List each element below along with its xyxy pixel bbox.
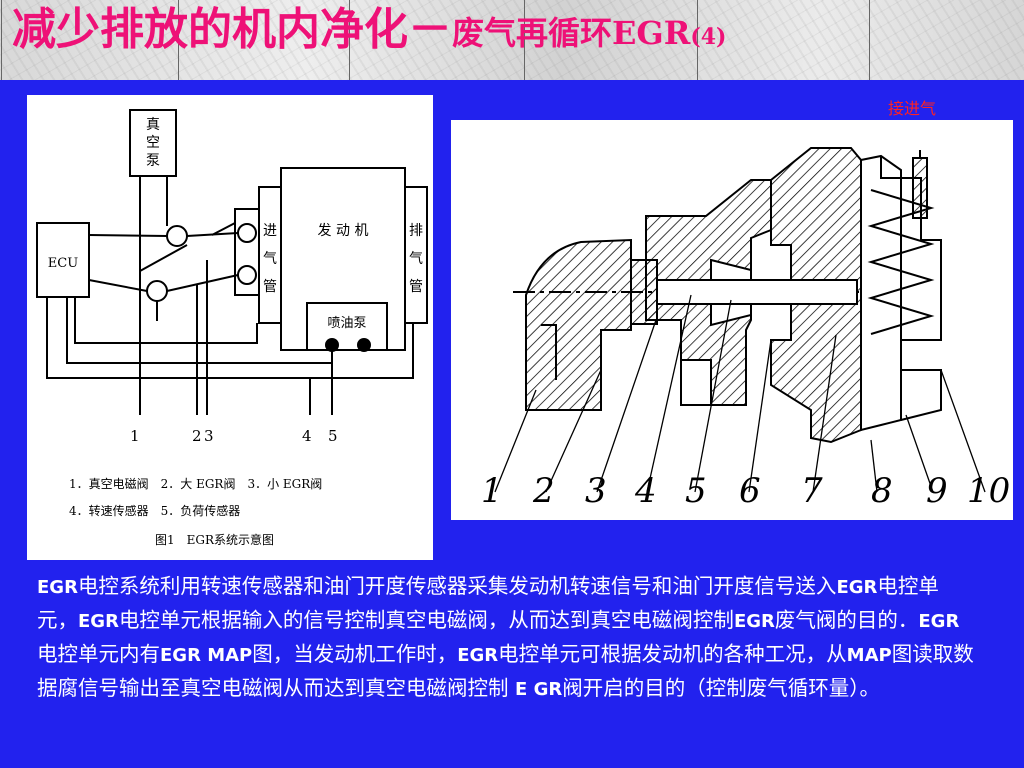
- vacuum-pump-label: 泵: [146, 153, 160, 169]
- egr-valve-section-svg: 1 2 3 4 5 6 7 8 9 10: [481, 147, 1010, 511]
- slide-title-dash: －: [408, 4, 452, 55]
- valve-part-number: 6: [739, 471, 761, 511]
- tile-divider: [697, 0, 698, 80]
- slide-title: 减少排放的机内净化－废气再循环EGR(4): [12, 8, 726, 52]
- body-text-segment: 阀开启的目的（控制废气循环量）。: [562, 676, 880, 700]
- engine-label: 发 动 机: [318, 223, 369, 239]
- body-term: EGR: [78, 611, 119, 632]
- valve-part-number: 3: [585, 471, 607, 511]
- body-term: MAP: [846, 645, 892, 666]
- egr-schematic-figure: 真 空 泵 ECU 进 气 管 发 动 机 排 气 管 喷油泵 1 2 3 4 …: [27, 95, 433, 560]
- exhaust-label: 气: [409, 251, 423, 267]
- exhaust-label: 管: [409, 279, 423, 295]
- schematic-number: 1: [130, 427, 140, 445]
- valve-part-number: 2: [532, 471, 555, 511]
- ecu-box: [36, 222, 90, 298]
- vacuum-solenoid-valve-2: [146, 280, 168, 302]
- egr-schematic-svg: 真 空 泵 ECU 进 气 管 发 动 机 排 气 管 喷油泵 1 2 3 4 …: [36, 109, 428, 547]
- body-term: EGR: [918, 611, 960, 632]
- body-term: EGR MAP: [160, 645, 253, 666]
- valve-part-number: 8: [871, 471, 893, 511]
- body-text-segment: 电控单元可根据发动机的各种工况，从: [498, 642, 847, 666]
- exhaust-label-box: [404, 186, 428, 324]
- big-egr-valve-symbol: [237, 223, 257, 243]
- small-egr-valve-symbol: [237, 265, 257, 285]
- valve-part-number: 1: [481, 471, 503, 511]
- injection-pump-label: 喷油泵: [327, 316, 366, 331]
- tile-divider: [178, 0, 179, 80]
- body-text-segment: 电控单元内有: [37, 642, 160, 666]
- tile-divider: [869, 0, 870, 80]
- intake-connection-label: 接进气: [888, 99, 937, 118]
- slide-title-main: 减少排放的机内净化: [12, 4, 408, 55]
- vacuum-solenoid-valve-1: [166, 225, 188, 247]
- body-text-segment: 废气阀的目的．: [774, 608, 919, 632]
- vacuum-pump-label: 空: [146, 135, 160, 151]
- title-bar: 减少排放的机内净化－废气再循环EGR(4): [0, 0, 1024, 80]
- body-text-segment: 电控单元，: [37, 574, 939, 632]
- body-text-segment: 电控单元根据输入的信号控制真空电磁阀，从而达到真空电磁阀控制: [118, 608, 734, 632]
- exhaust-label: 排: [409, 223, 423, 239]
- body-term: E GR: [515, 679, 563, 700]
- schematic-number: 2: [192, 427, 202, 445]
- tile-divider: [1, 0, 2, 80]
- intake-label: 气: [263, 251, 277, 267]
- intake-label: 进: [263, 223, 277, 239]
- load-sensor-dot: [357, 338, 371, 352]
- body-term: EGR: [37, 577, 78, 598]
- schematic-number: 3: [204, 427, 214, 445]
- schematic-caption: 图1 EGR系统示意图: [155, 532, 274, 547]
- body-term: EGR: [836, 577, 878, 598]
- intake-label: 管: [263, 279, 277, 295]
- valve-part-number: 7: [801, 471, 823, 511]
- egr-valve-section-figure: 1 2 3 4 5 6 7 8 9 10: [451, 120, 1013, 520]
- intake-manifold-box: [234, 208, 260, 296]
- valve-part-number: 10: [967, 471, 1010, 511]
- valve-part-number: 4: [634, 471, 657, 511]
- tile-divider: [349, 0, 350, 80]
- body-paragraph: EGR电控系统利用转速传感器和油门开度传感器采集发动机转速信号和油门开度信号送入…: [37, 570, 977, 706]
- body-text-segment: 图读取数据腐信号输出至真空电磁阀从而达到真空电磁阀控制: [37, 642, 974, 700]
- speed-sensor-dot: [325, 338, 339, 352]
- vacuum-pump-box: [129, 109, 177, 177]
- body-term: EGR: [457, 645, 499, 666]
- valve-part-number: 5: [685, 471, 707, 511]
- slide-title-index: (4): [690, 24, 727, 50]
- body-text-segment: 图，当发动机工作时，: [252, 642, 458, 666]
- ecu-label: ECU: [48, 256, 78, 271]
- schematic-number: 5: [328, 427, 338, 445]
- tile-divider: [524, 0, 525, 80]
- body-text-segment: 电控系统利用转速传感器和油门开度传感器采集发动机转速信号和油门开度信号送入: [77, 574, 837, 598]
- schematic-legend-line: 1．真空电磁阀 2．大 EGR阀 3．小 EGR阀: [69, 476, 322, 491]
- slide-title-sub: 废气再循环EGR: [452, 14, 691, 52]
- body-term: EGR: [733, 611, 775, 632]
- schematic-number: 4: [302, 427, 312, 445]
- vacuum-pump-label: 真: [146, 117, 160, 133]
- valve-part-number: 9: [926, 471, 948, 511]
- injection-pump-box: [306, 302, 388, 351]
- schematic-legend-line: 4．转速传感器 5．负荷传感器: [69, 503, 240, 518]
